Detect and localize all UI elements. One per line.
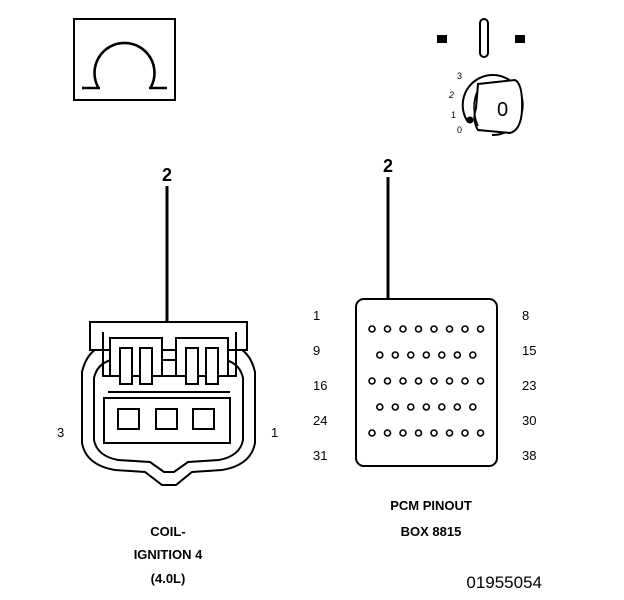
pcm-pin-12 bbox=[422, 351, 431, 359]
pcm-pin-5 bbox=[430, 325, 438, 333]
pcm-pin-31 bbox=[368, 429, 376, 437]
pcm-pin-28 bbox=[437, 403, 446, 411]
pcm-pin-14 bbox=[453, 351, 462, 359]
pcm-pin-4 bbox=[414, 325, 423, 333]
pcm-row-right-1: 8 bbox=[522, 308, 529, 323]
pcm-pin-38 bbox=[476, 429, 485, 437]
pcm-pin-3 bbox=[399, 325, 407, 333]
ignition-pos-0: 0 bbox=[457, 125, 462, 135]
pcm-pin-34 bbox=[414, 429, 423, 437]
pcm-pin-6 bbox=[445, 325, 454, 333]
ohmmeter-icon bbox=[73, 18, 176, 101]
pcm-row-left-1: 1 bbox=[313, 308, 320, 323]
ignition-key-icon: 3 2 1 0 0 bbox=[437, 18, 525, 137]
pcm-pinout: 1 9 16 24 31 8 15 23 30 38 bbox=[313, 298, 536, 467]
pcm-pin-27 bbox=[422, 403, 431, 411]
pcm-row-left-3: 16 bbox=[313, 378, 327, 393]
pcm-pin-36 bbox=[445, 429, 454, 437]
pcm-pin-25 bbox=[391, 403, 400, 411]
pcm-pin-7 bbox=[461, 325, 469, 333]
pcm-pin-11 bbox=[406, 351, 415, 359]
ignition-pos-2: 2 bbox=[448, 90, 454, 100]
pcm-row-left-5: 31 bbox=[313, 448, 327, 463]
pcm-row-left-4: 24 bbox=[313, 413, 327, 428]
pcm-pin-grid bbox=[368, 325, 485, 437]
pcm-row-right-2: 15 bbox=[522, 343, 536, 358]
pcm-pin-24 bbox=[375, 403, 384, 411]
coil-connector: 3 1 bbox=[57, 321, 278, 486]
coil-pin-3-label: 3 bbox=[57, 425, 64, 440]
pcm-pin-18 bbox=[399, 377, 407, 385]
figure-id: 01955054 bbox=[466, 573, 542, 592]
pcm-pin-2 bbox=[383, 325, 392, 333]
pcm-pin-23 bbox=[476, 377, 485, 385]
pcm-pin-33 bbox=[399, 429, 407, 437]
pcm-pin-17 bbox=[383, 377, 392, 385]
pcm-row-right-4: 30 bbox=[522, 413, 536, 428]
probe-right-label: 2 bbox=[383, 156, 393, 176]
pcm-pin-30 bbox=[468, 403, 477, 411]
pcm-pin-35 bbox=[430, 429, 438, 437]
pcm-pin-13 bbox=[437, 351, 446, 359]
coil-caption-line-2: IGNITION 4 bbox=[134, 547, 203, 562]
ignition-key-label: 0 bbox=[497, 99, 508, 121]
pcm-pin-19 bbox=[414, 377, 423, 385]
pcm-pin-1 bbox=[368, 325, 376, 333]
ignition-pos-1: 1 bbox=[451, 110, 456, 120]
pcm-pin-37 bbox=[461, 429, 469, 437]
pcm-pin-16 bbox=[368, 377, 376, 385]
pcm-pin-15 bbox=[468, 351, 477, 359]
pcm-row-right-3: 23 bbox=[522, 378, 536, 393]
pcm-pin-32 bbox=[383, 429, 392, 437]
pcm-pin-9 bbox=[375, 351, 384, 359]
pcm-pin-21 bbox=[445, 377, 454, 385]
pcm-pin-10 bbox=[391, 351, 400, 359]
pcm-pin-8 bbox=[476, 325, 485, 333]
pcm-caption-line-1: PCM PINOUT bbox=[390, 498, 472, 513]
coil-caption-line-3: (4.0L) bbox=[151, 571, 186, 586]
probe-left-label: 2 bbox=[162, 165, 172, 185]
ignition-pos-3: 3 bbox=[457, 71, 462, 81]
pcm-row-right-5: 38 bbox=[522, 448, 536, 463]
pcm-pin-22 bbox=[461, 377, 469, 385]
pcm-caption-line-2: BOX 8815 bbox=[401, 524, 462, 539]
pcm-row-left-2: 9 bbox=[313, 343, 320, 358]
pcm-pin-26 bbox=[406, 403, 415, 411]
coil-caption-line-1: COIL- bbox=[150, 524, 185, 539]
pcm-pin-29 bbox=[453, 403, 462, 411]
coil-pin-1-label: 1 bbox=[271, 425, 278, 440]
pcm-pin-20 bbox=[430, 377, 438, 385]
